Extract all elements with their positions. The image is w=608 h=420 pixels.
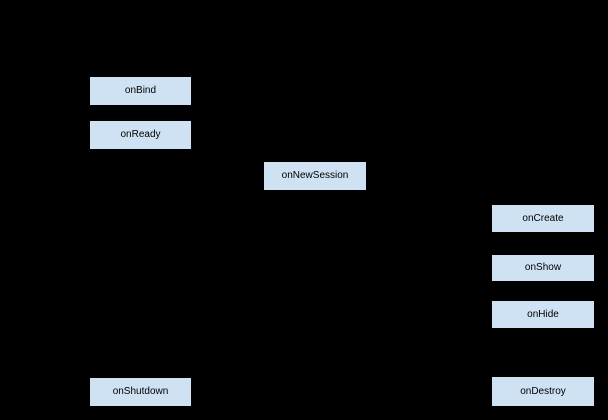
diagram-node-onBind: onBind xyxy=(89,76,192,106)
diagram-node-label: onDestroy xyxy=(520,385,566,397)
diagram-node-onNewSession: onNewSession xyxy=(263,161,367,191)
diagram-node-onDestroy: onDestroy xyxy=(491,376,595,407)
diagram-node-label: onNewSession xyxy=(281,170,349,181)
diagram-node-onReady: onReady xyxy=(89,120,192,150)
diagram-node-label: onShow xyxy=(524,262,562,273)
diagram-node-label: onShutdown xyxy=(112,386,169,397)
diagram-node-onShow: onShow xyxy=(491,254,595,282)
diagram-node-label: onCreate xyxy=(522,212,564,224)
diagram-node-label: onBind xyxy=(124,85,157,96)
diagram-node-onShutdown: onShutdown xyxy=(89,377,192,407)
diagram-node-onCreate: onCreate xyxy=(491,204,595,233)
diagram-node-onHide: onHide xyxy=(491,300,595,329)
diagram-node-label: onReady xyxy=(120,129,161,140)
diagram-node-label: onHide xyxy=(527,308,559,320)
